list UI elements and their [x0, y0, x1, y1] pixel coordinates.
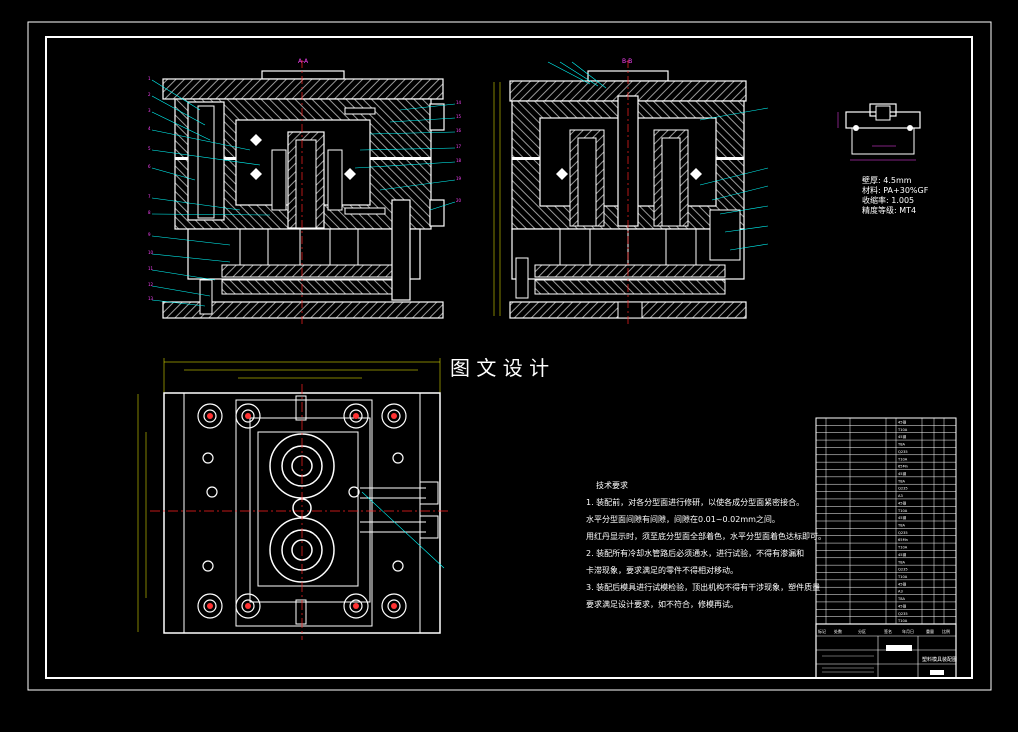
title-footer-weight: 重量: [926, 628, 934, 634]
svg-text:17: 17: [456, 144, 462, 149]
svg-text:13: 13: [148, 296, 154, 301]
svg-text:6: 6: [148, 164, 151, 169]
svg-text:19: 19: [456, 176, 462, 181]
plan-view: [137, 358, 450, 640]
title-block-drawing-name: 塑料模具装配图: [922, 656, 957, 663]
svg-text:1: 1: [148, 76, 151, 81]
svg-text:18: 18: [456, 158, 462, 163]
tech-line-4: 2. 装配所有冷却水管路后必须通水，进行试验，不得有渗漏和: [586, 548, 804, 558]
bom-material-cell: T10A: [897, 428, 908, 432]
bom-material-cell: 45钢: [898, 420, 907, 425]
svg-text:2: 2: [148, 92, 151, 97]
bom-material-cell: 45钢: [898, 603, 907, 608]
tech-line-7: 要求满足设计要求，如不符合，修模再试。: [586, 599, 738, 609]
bom-material-cell: T10A: [897, 509, 908, 513]
bom-material-cell: T10A: [897, 546, 908, 550]
svg-text:20: 20: [456, 198, 462, 203]
bom-material-cell: Q235: [898, 612, 908, 616]
bom-material-cell: T8A: [897, 524, 905, 528]
tech-line-2: 水平分型面间隙有间隙，间隙在0.01~0.02mm之间。: [586, 514, 780, 524]
svg-text:11: 11: [148, 266, 154, 271]
bom-material-cell: 65Mn: [898, 465, 908, 469]
svg-text:5: 5: [148, 146, 151, 151]
title-footer-mark: 标记: [818, 628, 826, 634]
svg-text:16: 16: [456, 128, 462, 133]
title-footer-scale: 比例: [942, 628, 950, 634]
drawing-center-title: 图 文 设 计: [450, 356, 549, 380]
part-detail-view: 壁厚: 4.5mm 材料: PA+30%GF 收缩率: 1.005 精度等级: …: [837, 103, 929, 215]
title-footer-zone: 分区: [858, 628, 866, 634]
bill-of-materials: 45钢T10A45钢T8AQ235T10A65Mn45钢T8AQ235A345钢…: [815, 417, 957, 625]
part-note-wall: 壁厚: 4.5mm: [862, 175, 912, 185]
section-b-b-view: B-B: [493, 58, 769, 325]
tech-line-5: 卡滞现象，要求满足的零件不得相对移动。: [586, 565, 738, 575]
bom-material-cell: A3: [898, 590, 903, 594]
part-note-accuracy: 精度等级: MT4: [862, 205, 916, 215]
title-footer-sign: 签名: [884, 628, 892, 634]
bom-material-cell: 45钢: [898, 581, 907, 586]
bom-material-cell: A3: [898, 494, 903, 498]
tech-heading: 技术要求: [596, 480, 628, 490]
title-block: 塑料模具装配图 标记 处数 分区 签名 年月日 重量 比例: [815, 623, 957, 679]
section-a-label: A-A: [298, 58, 309, 65]
bom-material-cell: Q235: [898, 568, 908, 572]
bom-material-cell: 45钢: [898, 471, 907, 476]
svg-text:15: 15: [456, 114, 462, 119]
svg-text:14: 14: [456, 100, 462, 105]
section-a-a-view: A-A: [148, 58, 462, 325]
bom-material-cell: Q235: [898, 487, 908, 491]
title-footer-count: 处数: [834, 628, 842, 634]
bom-material-cell: T8A: [897, 479, 905, 483]
bom-material-cell: T10A: [897, 575, 908, 579]
bom-material-cell: T8A: [897, 443, 905, 447]
bom-material-cell: T10A: [897, 619, 908, 623]
tech-line-3: 用红丹显示时，须至底分型面全部着色，水平分型面着色达标即可。: [586, 531, 826, 541]
svg-text:7: 7: [148, 194, 151, 199]
bom-material-cell: 45钢: [898, 552, 907, 557]
tech-line-6: 3. 装配后模具进行试模检验，顶出机构不得有干涉现象，塑件质量: [586, 582, 820, 592]
drawing-frame: [27, 21, 992, 691]
bom-material-cell: 65Mn: [898, 538, 908, 542]
svg-text:3: 3: [148, 108, 151, 113]
svg-text:8: 8: [148, 210, 151, 215]
bom-material-cell: Q235: [898, 531, 908, 535]
section-b-label: B-B: [622, 58, 632, 65]
part-note-material: 材料: PA+30%GF: [862, 185, 929, 195]
svg-text:9: 9: [148, 232, 151, 237]
svg-text:10: 10: [148, 250, 154, 255]
title-footer-date: 年月日: [902, 628, 914, 634]
bom-material-cell: T10A: [897, 457, 908, 461]
svg-text:12: 12: [148, 282, 154, 287]
bom-material-cell: 45钢: [898, 500, 907, 505]
technical-requirements: 技术要求 1. 装配前，对各分型面进行修研，以使各成分型面紧密接合。 水平分型面…: [586, 480, 826, 609]
bom-material-cell: 45钢: [898, 434, 907, 439]
tech-line-1: 1. 装配前，对各分型面进行修研，以使各成分型面紧密接合。: [586, 497, 804, 507]
bom-material-cell: 45钢: [898, 515, 907, 520]
bom-material-cell: Q235: [898, 450, 908, 454]
bom-material-cell: T8A: [897, 597, 905, 601]
part-note-shrinkage: 收缩率: 1.005: [862, 195, 914, 205]
bom-material-cell: T8A: [897, 560, 905, 564]
svg-text:4: 4: [148, 126, 151, 131]
